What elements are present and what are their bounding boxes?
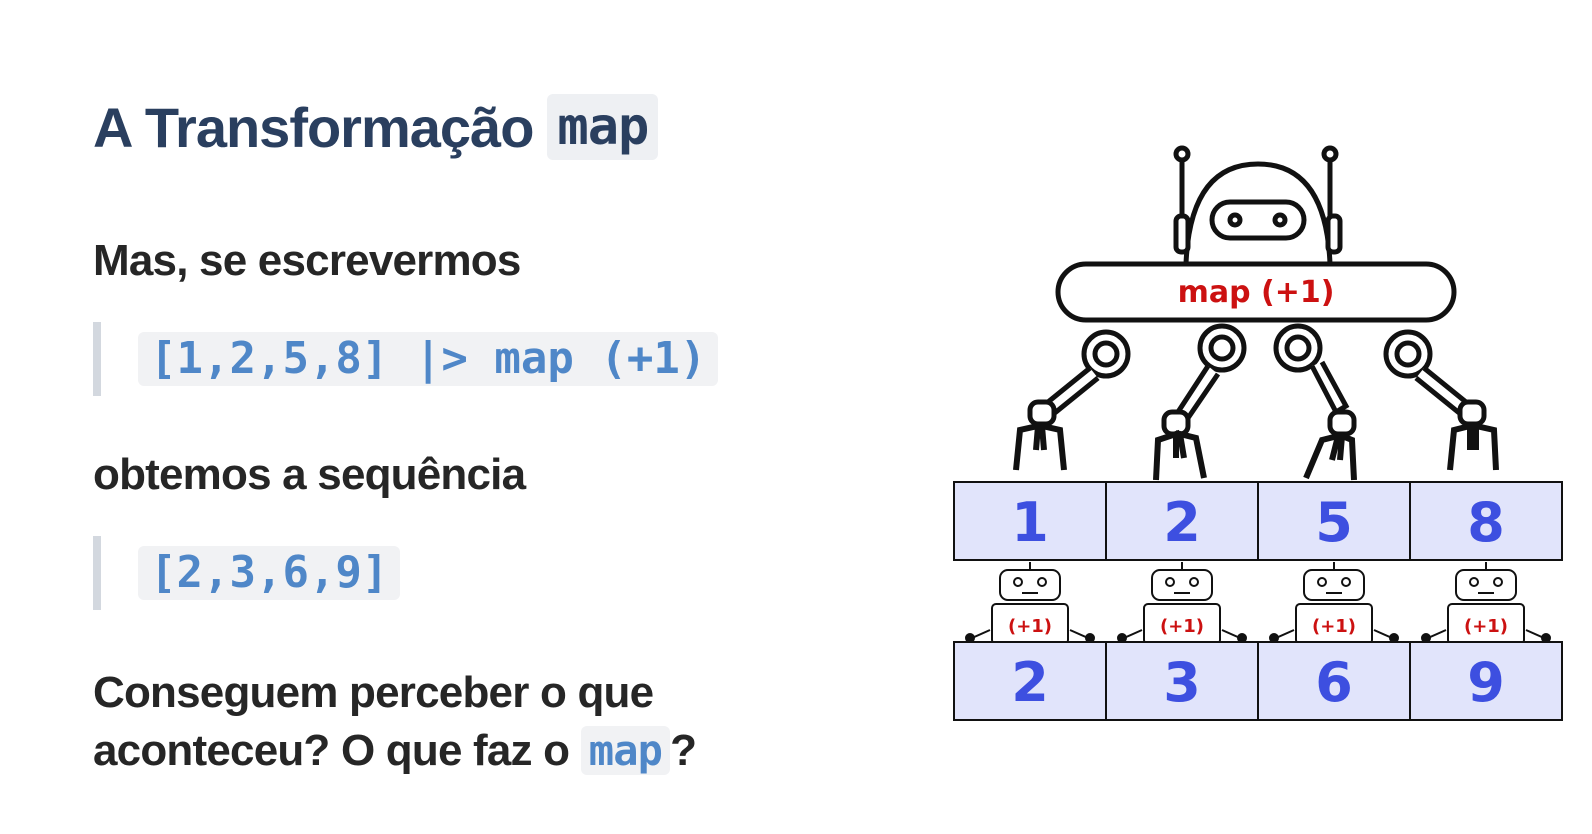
code-result: [2,3,6,9] bbox=[138, 546, 401, 600]
input-value-3: 5 bbox=[1315, 491, 1353, 554]
small-robot-label-4: (+1) bbox=[1464, 616, 1508, 637]
input-cell-3: 5 bbox=[1257, 481, 1411, 561]
output-row: 2 3 6 9 bbox=[953, 641, 1563, 721]
robot-arm-1 bbox=[1013, 329, 1131, 471]
input-cell-1: 1 bbox=[953, 481, 1107, 561]
question-mark: ? bbox=[670, 726, 697, 775]
output-cell-4: 9 bbox=[1409, 641, 1563, 721]
output-value-2: 3 bbox=[1163, 651, 1201, 714]
question-line-2: aconteceu? O que faz o bbox=[93, 726, 570, 775]
slide-title: A Transformação map bbox=[93, 94, 659, 160]
small-robot-3: (+1) bbox=[1269, 562, 1399, 655]
output-value-4: 9 bbox=[1467, 651, 1505, 714]
paragraph-intro: Mas, se escrevermos bbox=[93, 236, 521, 285]
input-value-4: 8 bbox=[1467, 491, 1505, 554]
title-text: A Transformação bbox=[93, 95, 534, 159]
question-line-1: Conseguem perceber o que bbox=[93, 668, 654, 717]
small-robot-2: (+1) bbox=[1117, 562, 1247, 655]
paragraph-question: Conseguem perceber o que aconteceu? O qu… bbox=[93, 664, 697, 780]
code-block-result: [2,3,6,9] bbox=[93, 536, 401, 610]
map-robot-diagram: map (+1) 1 2 5 8 (+1) (+1) (+1) (+1) 2 3 6 9 bbox=[953, 145, 1563, 721]
paragraph-result: obtemos a sequência bbox=[93, 450, 526, 499]
output-value-1: 2 bbox=[1011, 651, 1049, 714]
input-cell-4: 8 bbox=[1409, 481, 1563, 561]
output-cell-2: 3 bbox=[1105, 641, 1259, 721]
title-code: map bbox=[547, 94, 659, 160]
output-value-3: 6 bbox=[1315, 651, 1353, 714]
small-robots: (+1) (+1) (+1) (+1) bbox=[965, 562, 1551, 655]
small-robot-1: (+1) bbox=[965, 562, 1095, 655]
output-cell-3: 6 bbox=[1257, 641, 1411, 721]
input-cell-2: 2 bbox=[1105, 481, 1259, 561]
input-value-1: 1 bbox=[1011, 491, 1049, 554]
robot-arm-2 bbox=[1153, 323, 1247, 481]
input-row: 1 2 5 8 bbox=[953, 481, 1563, 561]
big-robot-label: map (+1) bbox=[1178, 275, 1335, 310]
robot-arm-3 bbox=[1273, 323, 1357, 481]
input-value-2: 2 bbox=[1163, 491, 1201, 554]
code-expression: [1,2,5,8] |> map (+1) bbox=[138, 332, 719, 386]
robot-arm-4 bbox=[1383, 329, 1499, 471]
small-robot-label-3: (+1) bbox=[1312, 616, 1356, 637]
code-block-expression: [1,2,5,8] |> map (+1) bbox=[93, 322, 719, 396]
small-robot-4: (+1) bbox=[1421, 562, 1551, 655]
small-robot-label-1: (+1) bbox=[1008, 616, 1052, 637]
big-robot bbox=[1013, 145, 1499, 481]
small-robot-label-2: (+1) bbox=[1160, 616, 1204, 637]
output-cell-1: 2 bbox=[953, 641, 1107, 721]
question-code: map bbox=[580, 726, 671, 775]
